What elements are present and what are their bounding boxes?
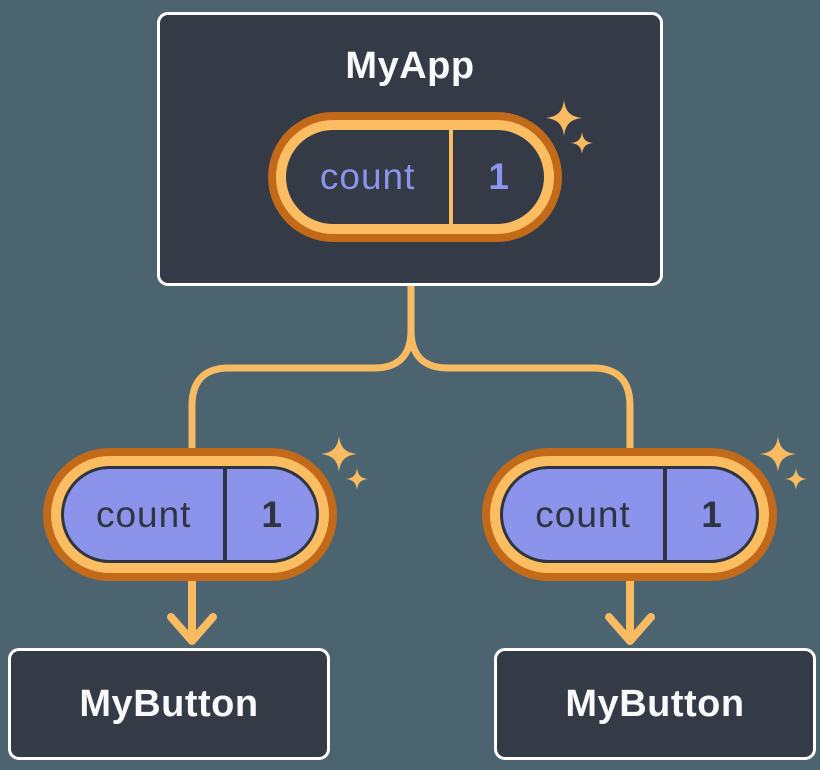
- pill-body: count 1: [61, 466, 319, 563]
- pill-ring: count 1: [490, 456, 769, 573]
- pill-ring: count 1: [276, 120, 554, 234]
- state-pill-root: count 1: [268, 100, 593, 242]
- state-key: count: [535, 493, 631, 535]
- component-title: MyButton: [565, 682, 745, 725]
- state-pill-left: count 1: [43, 436, 368, 581]
- pill-body: count 1: [500, 466, 759, 563]
- state-pill-right: count 1: [482, 436, 807, 581]
- component-box-mybutton-right: MyButton: [494, 648, 816, 760]
- state-value: 1: [261, 493, 282, 535]
- component-title: MyButton: [79, 682, 259, 725]
- pill-body: count 1: [286, 130, 544, 224]
- component-box-mybutton-left: MyButton: [8, 648, 330, 760]
- arrow-down-icon: [167, 576, 217, 645]
- branch-line-left: [188, 276, 415, 456]
- branch-line-right: [407, 276, 634, 456]
- state-key: count: [319, 156, 416, 197]
- pill-divider: [223, 469, 228, 560]
- state-value: 1: [701, 493, 722, 535]
- state-key: count: [95, 493, 192, 535]
- pill-ring: count 1: [51, 456, 329, 573]
- pill-divider: [449, 130, 454, 224]
- pill-divider: [663, 469, 668, 560]
- component-title: MyApp: [345, 45, 475, 87]
- arrow-down-icon: [605, 576, 655, 645]
- state-value: 1: [488, 156, 509, 197]
